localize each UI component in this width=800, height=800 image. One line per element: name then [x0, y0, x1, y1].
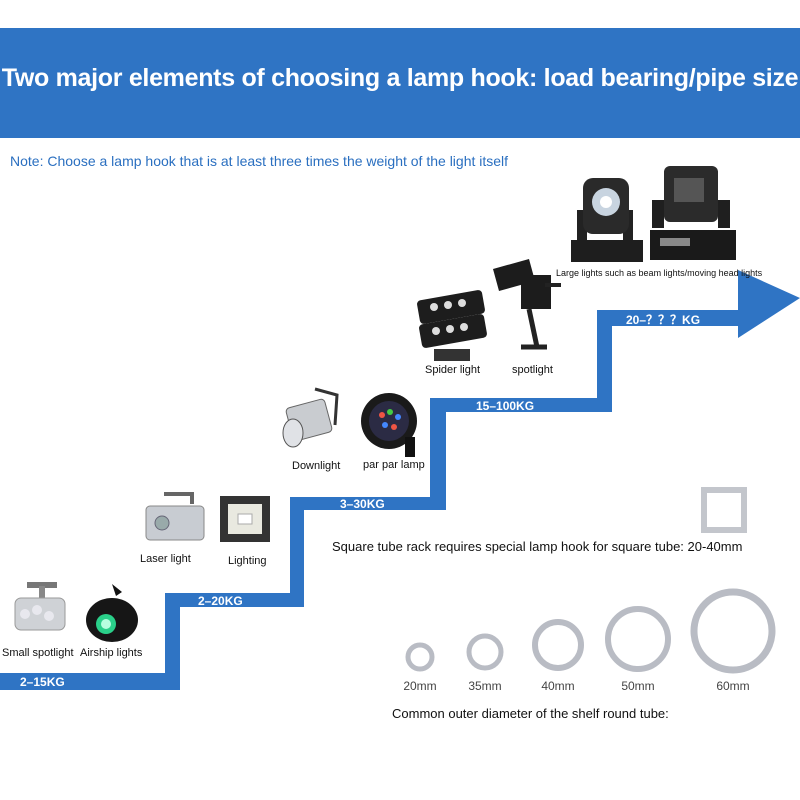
ring-60mm: [690, 588, 776, 674]
size-label-50mm: 50mm: [621, 679, 655, 693]
spider-light-icon: [417, 290, 487, 361]
round-tube-caption: Common outer diameter of the shelf round…: [392, 706, 669, 721]
large-lights-label: Large lights such as beam lights/moving …: [556, 268, 763, 278]
page-title: Two major elements of choosing a lamp ho…: [1, 64, 799, 92]
size-label-40mm: 40mm: [541, 679, 575, 693]
laser-light-label: Laser light: [140, 553, 191, 565]
ring-40mm: [532, 619, 584, 671]
lighting-label: Lighting: [228, 555, 267, 567]
load-label-step-5: 20–？？？KG: [626, 313, 701, 327]
square-tube-icon: [701, 487, 747, 533]
load-label-step-3: 3–30KG: [340, 497, 385, 511]
laser-light-icon: [145, 492, 205, 541]
header-banner: [0, 28, 800, 138]
airship-lights-label: Airship lights: [80, 647, 143, 659]
load-label-step-1: 2–15KG: [20, 675, 65, 689]
staircase-shape: [0, 270, 800, 690]
size-label-20mm: 20mm: [403, 679, 437, 693]
airship-light-icon: [86, 584, 138, 642]
size-label-35mm: 35mm: [468, 679, 502, 693]
profile-spotlight-icon: [493, 259, 561, 350]
beam-light-icon: [571, 178, 643, 262]
square-tube-text: Square tube rack requires special lamp h…: [332, 539, 743, 554]
load-label-step-2: 2–20KG: [198, 594, 243, 608]
note-text: Note: Choose a lamp hook that is at leas…: [10, 153, 509, 169]
size-label-60mm: 60mm: [716, 679, 750, 693]
ring-20mm: [405, 642, 435, 672]
downlight-icon: [282, 387, 339, 448]
spider-light-label: Spider light: [425, 364, 481, 376]
round-tube-rings: [405, 588, 776, 674]
downlight-label: Downlight: [292, 460, 341, 472]
small-spotlight-icon: [14, 582, 66, 631]
load-label-step-4: 15–100KG: [476, 399, 535, 413]
par-par-lamp-label: par par lamp: [363, 459, 425, 471]
moving-head-light-icon: [650, 166, 736, 260]
flood-lighting-icon: [220, 496, 270, 542]
small-spotlight-label: Small spotlight: [2, 647, 74, 659]
spotlight-label: spotlight: [512, 364, 553, 376]
par-lamp-icon: [361, 393, 417, 457]
ring-50mm: [605, 606, 671, 672]
ring-35mm: [466, 633, 504, 671]
